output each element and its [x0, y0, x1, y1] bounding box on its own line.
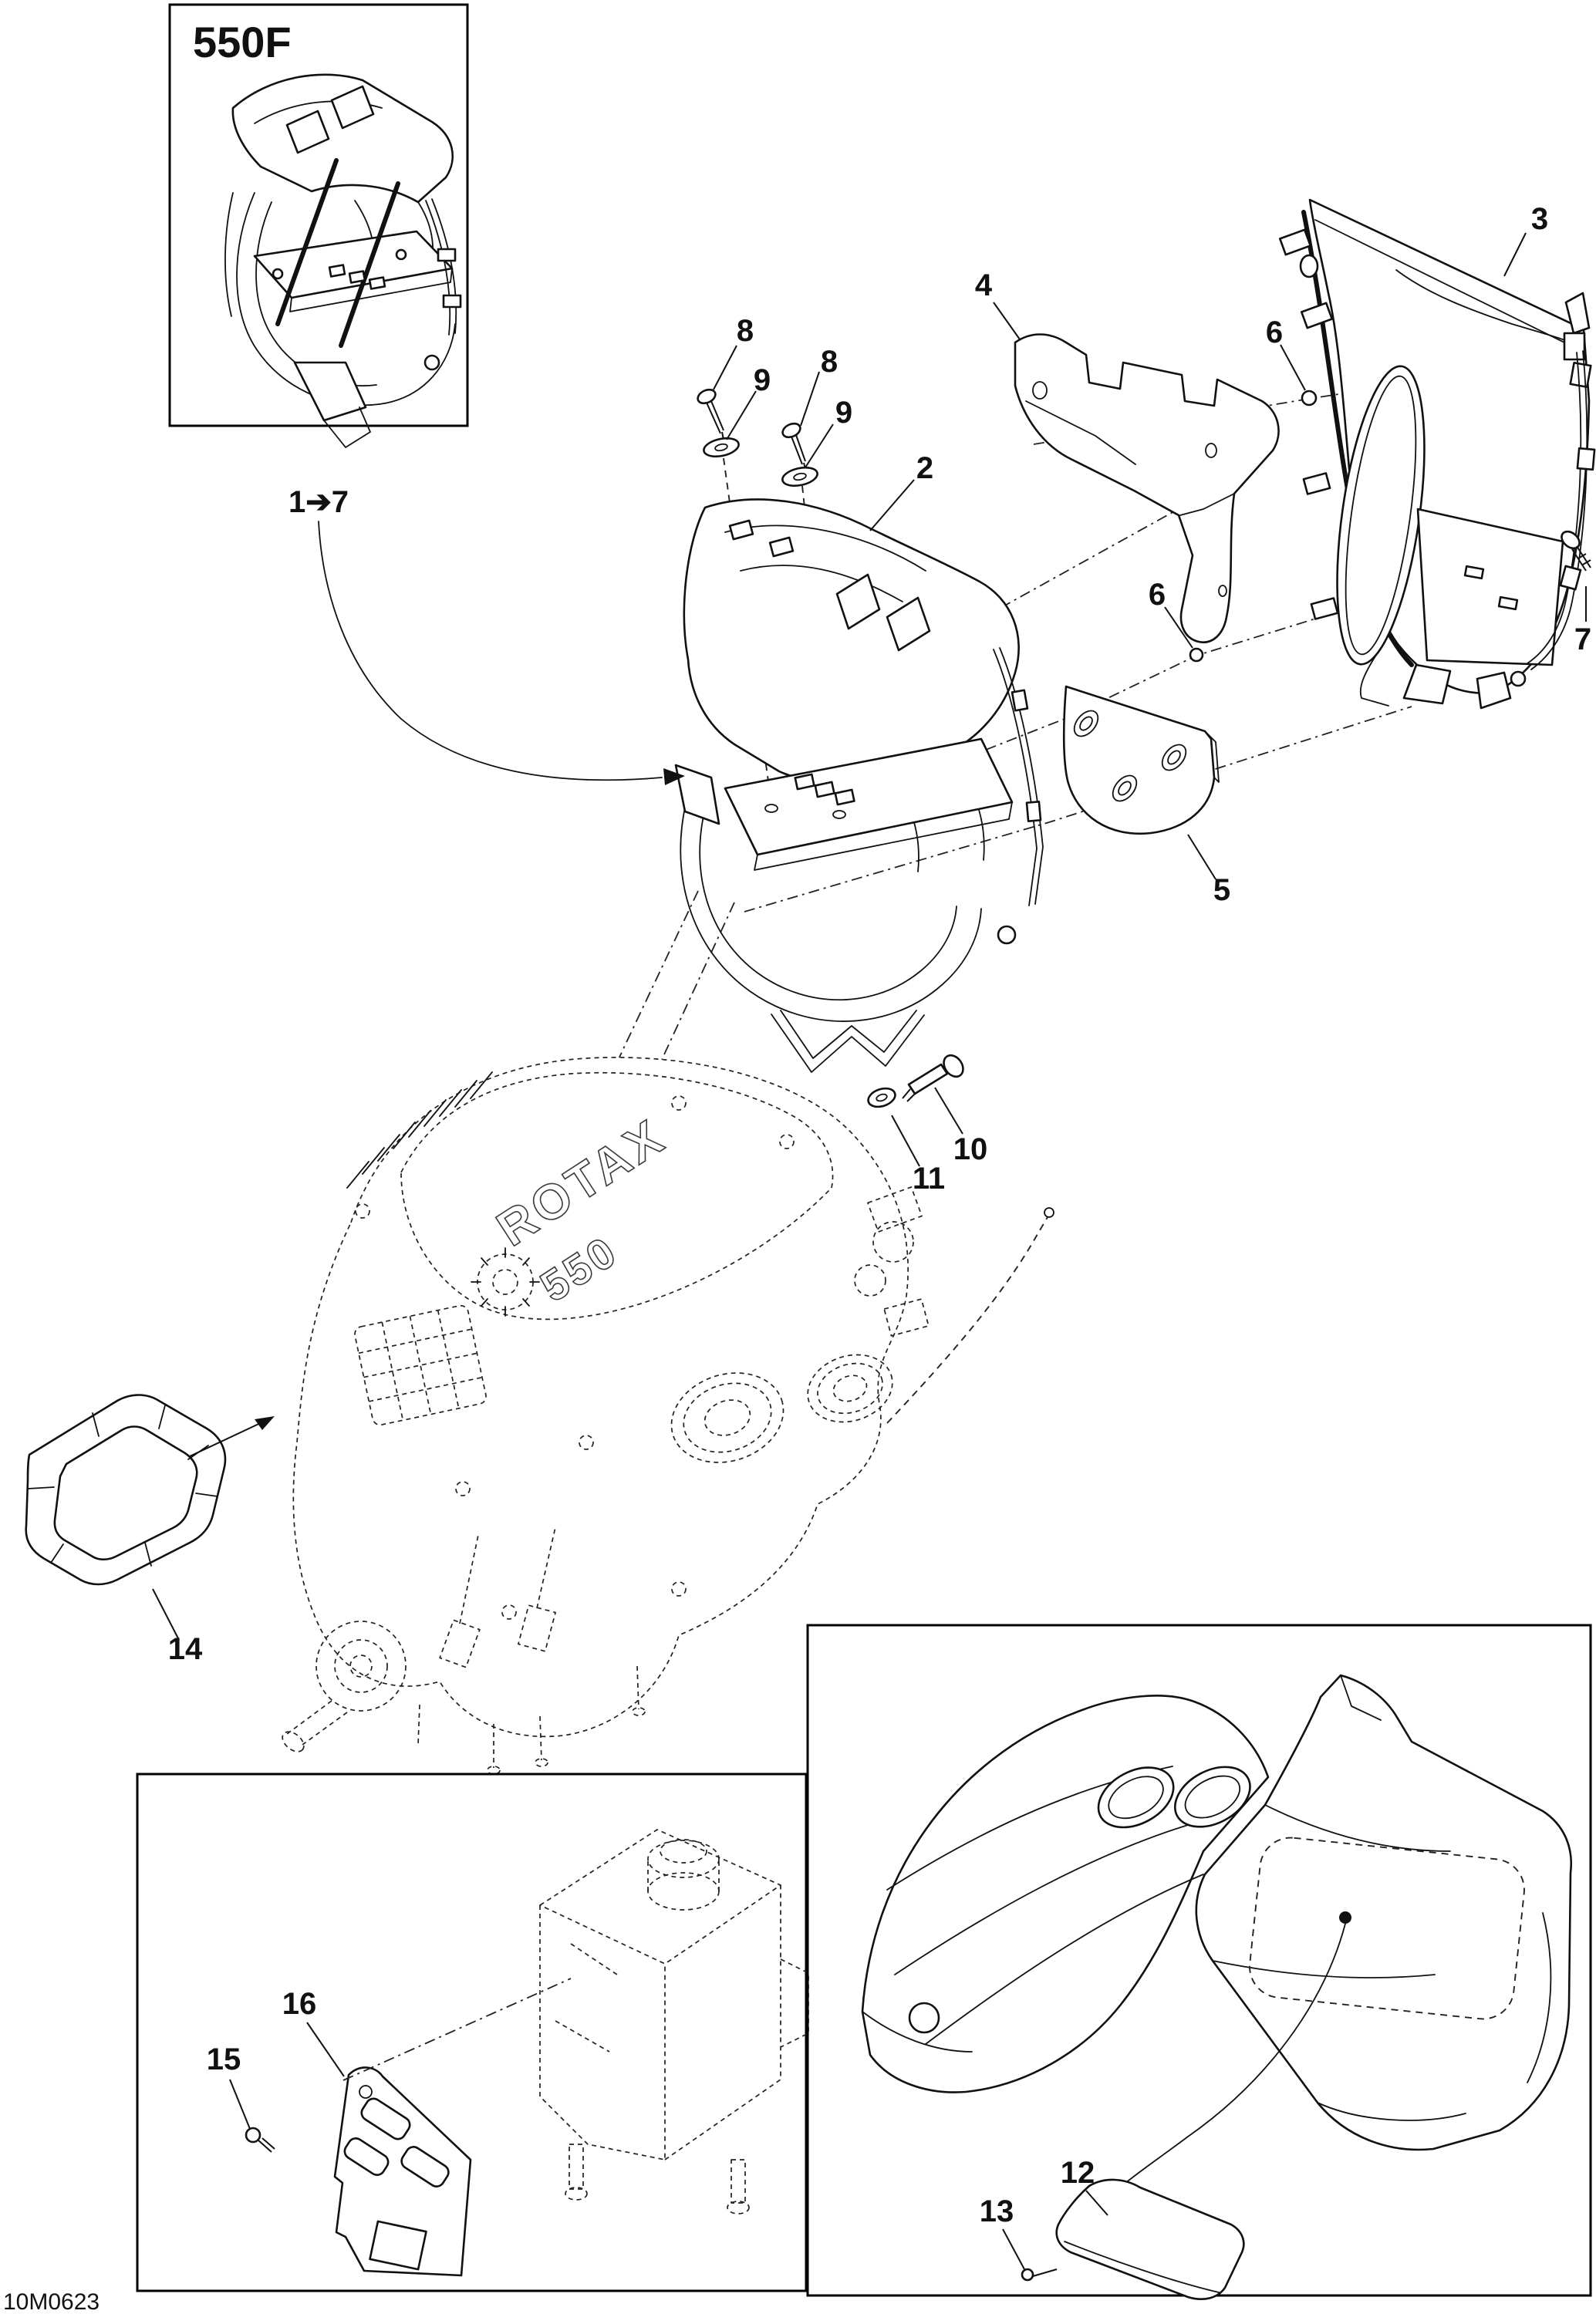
- screw-15-icon: [245, 2127, 275, 2153]
- range-pointer: [318, 521, 685, 785]
- inset-550f: 550F: [168, 3, 469, 448]
- callout-15: 15: [207, 2042, 241, 2076]
- washer-9b-icon: [781, 466, 818, 487]
- callout-3: 3: [1531, 202, 1548, 236]
- washer-9a-icon: [703, 437, 740, 458]
- callout-16: 16: [282, 1987, 317, 2021]
- vent-grille: [354, 1304, 487, 1426]
- throttle-cable: [886, 1216, 1048, 1424]
- callout-leaders: [152, 232, 1587, 2270]
- callout-10: 10: [953, 1132, 988, 1166]
- part-4-deflector: [1014, 333, 1280, 643]
- screw-13-icon: [1021, 2268, 1058, 2282]
- heat-shield-16-icon: [333, 2066, 472, 2277]
- callout-9a: 9: [754, 363, 771, 397]
- callout-8b: 8: [821, 345, 838, 379]
- reservoir-box-border: [136, 1773, 808, 2292]
- callout-6b: 6: [1149, 578, 1166, 612]
- intake-boot-right: [807, 1354, 893, 1423]
- cable-end: [1044, 1207, 1054, 1218]
- part-3-fan-shroud: [1278, 198, 1596, 710]
- engine-illustration: ROTAX 550: [282, 1057, 1054, 1775]
- carb-cluster: [854, 1186, 930, 1337]
- callout-9b: 9: [835, 396, 852, 430]
- gear-emblem-icon: [471, 1247, 540, 1317]
- assembly-axes: [595, 376, 1470, 1124]
- bottom-pan-icon: [1119, 1674, 1573, 2188]
- oring-6b-icon: [1189, 647, 1204, 663]
- callout-6a: 6: [1266, 315, 1283, 349]
- part-5-support-plate: [1062, 685, 1220, 835]
- callout-11: 11: [913, 1162, 945, 1196]
- spark-plugs-and-studs: [417, 1526, 646, 1775]
- seal-direction-arrow: [189, 1416, 275, 1457]
- washer-11-icon: [867, 1087, 896, 1108]
- callout-labels: 1➔7 8 9 8 9 2 4 6 3 6 7 5 10 11 14 16 15…: [168, 202, 1591, 2228]
- water-pump: [282, 1621, 407, 1752]
- callout-7: 7: [1574, 622, 1591, 656]
- screw-7-icon: [1561, 530, 1591, 572]
- callout-8a: 8: [737, 314, 754, 348]
- hood-top-icon: [861, 1695, 1270, 2093]
- engine-fasteners: [355, 1095, 795, 1620]
- recoil-hatch: [346, 1071, 493, 1189]
- deflector-12-icon: [1055, 2178, 1245, 2300]
- screw-8b-icon: [781, 422, 806, 470]
- fastener-location-dot: [1339, 1911, 1351, 1924]
- bolt-10-icon: [902, 1054, 964, 1102]
- shield-to-tank-axis: [342, 1978, 572, 2081]
- inset-variant-label: 550F: [193, 18, 292, 66]
- oring-6a-icon: [1301, 390, 1318, 406]
- callout-5: 5: [1213, 873, 1230, 907]
- callout-14: 14: [168, 1632, 203, 1666]
- hood-inset: [806, 1624, 1592, 2300]
- callout-4: 4: [975, 268, 993, 302]
- callout-12: 12: [1061, 2156, 1095, 2190]
- hardware: [697, 388, 1591, 1108]
- reservoir-inset: [136, 1773, 809, 2292]
- part-14-seal: [25, 1394, 275, 1586]
- fan-housing-assembly-icon: [224, 73, 462, 448]
- callout-2: 2: [916, 451, 933, 485]
- inset-550f-border: [168, 3, 469, 427]
- part-2-fan-cowl-inner: [674, 498, 1044, 1073]
- intake-boot-left: [670, 1372, 785, 1463]
- screw-8a-icon: [697, 388, 724, 440]
- callout-13: 13: [980, 2194, 1014, 2228]
- coolant-tank-icon: [539, 1829, 809, 2214]
- callout-range: 1➔7: [288, 485, 349, 519]
- doc-code: 10M0623: [3, 2289, 100, 2314]
